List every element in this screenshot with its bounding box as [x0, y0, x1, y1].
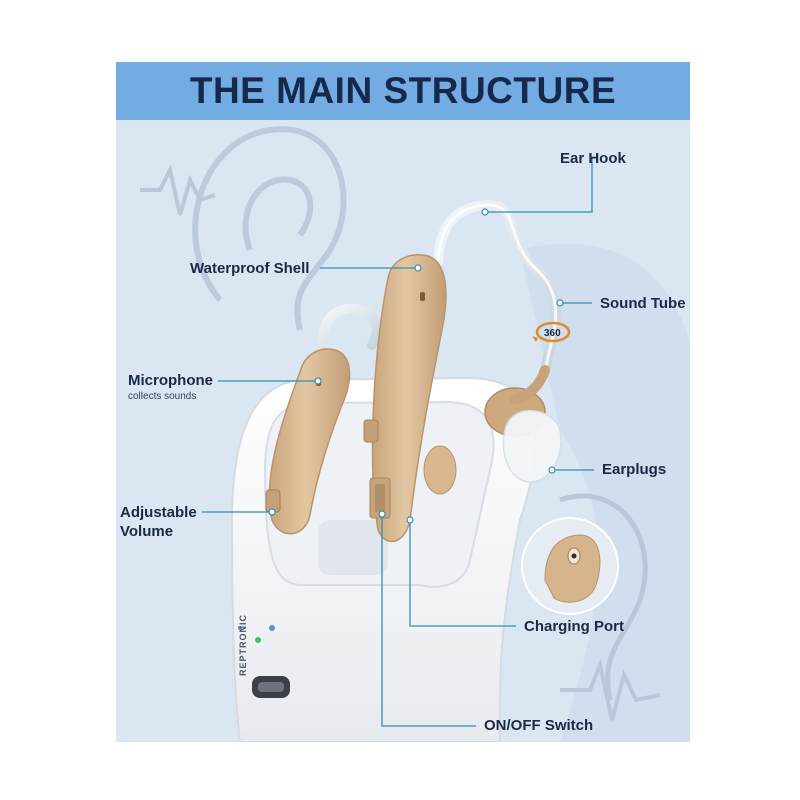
ear-hook-label: Ear Hook — [560, 150, 626, 167]
led-indicator — [255, 637, 261, 643]
led-indicator-2 — [269, 625, 275, 631]
sound-tube-label: Sound Tube — [600, 295, 686, 312]
led-indicator-3 — [238, 626, 242, 630]
decorative-ear-icon — [192, 126, 347, 331]
adjustable-volume-label-line1: Adjustable — [120, 504, 197, 521]
ear-hook-leader — [485, 158, 593, 213]
decorative-soundwave — [140, 164, 216, 216]
volume-wheel — [363, 419, 379, 443]
on-off-switch-leader — [381, 514, 476, 727]
page-title: THE MAIN STRUCTURE — [189, 70, 617, 111]
waterproof-shell-label: Waterproof Shell — [190, 260, 310, 277]
earplug-dome — [502, 409, 562, 483]
earplugs-label: Earplugs — [602, 461, 667, 478]
left-ear-hook — [317, 303, 382, 350]
microphone-label: Microphone — [128, 372, 213, 389]
decorative-soundwave-2 — [560, 658, 661, 721]
title-banner — [116, 62, 690, 120]
brand-logo: REPTRONIC — [238, 614, 248, 676]
charging-port-leader — [409, 520, 516, 627]
charging-port-label: Charging Port — [524, 618, 624, 635]
left-hearing-aid-body — [268, 348, 351, 535]
mic-port-right — [420, 292, 425, 301]
decorative-ear-outline-2 — [559, 493, 648, 701]
decorative-head-silhouette — [520, 243, 690, 742]
adjustable-volume-label-line2: Volume — [120, 523, 174, 540]
right-hearing-aid-body — [371, 254, 447, 543]
microphone-sublabel: collects sounds — [128, 391, 197, 402]
case-slot-left — [318, 520, 388, 575]
rotation-arrow — [535, 321, 571, 343]
on-off-switch-label: ON/OFF Switch — [484, 717, 594, 734]
rotation-badge: 360 — [544, 328, 561, 339]
